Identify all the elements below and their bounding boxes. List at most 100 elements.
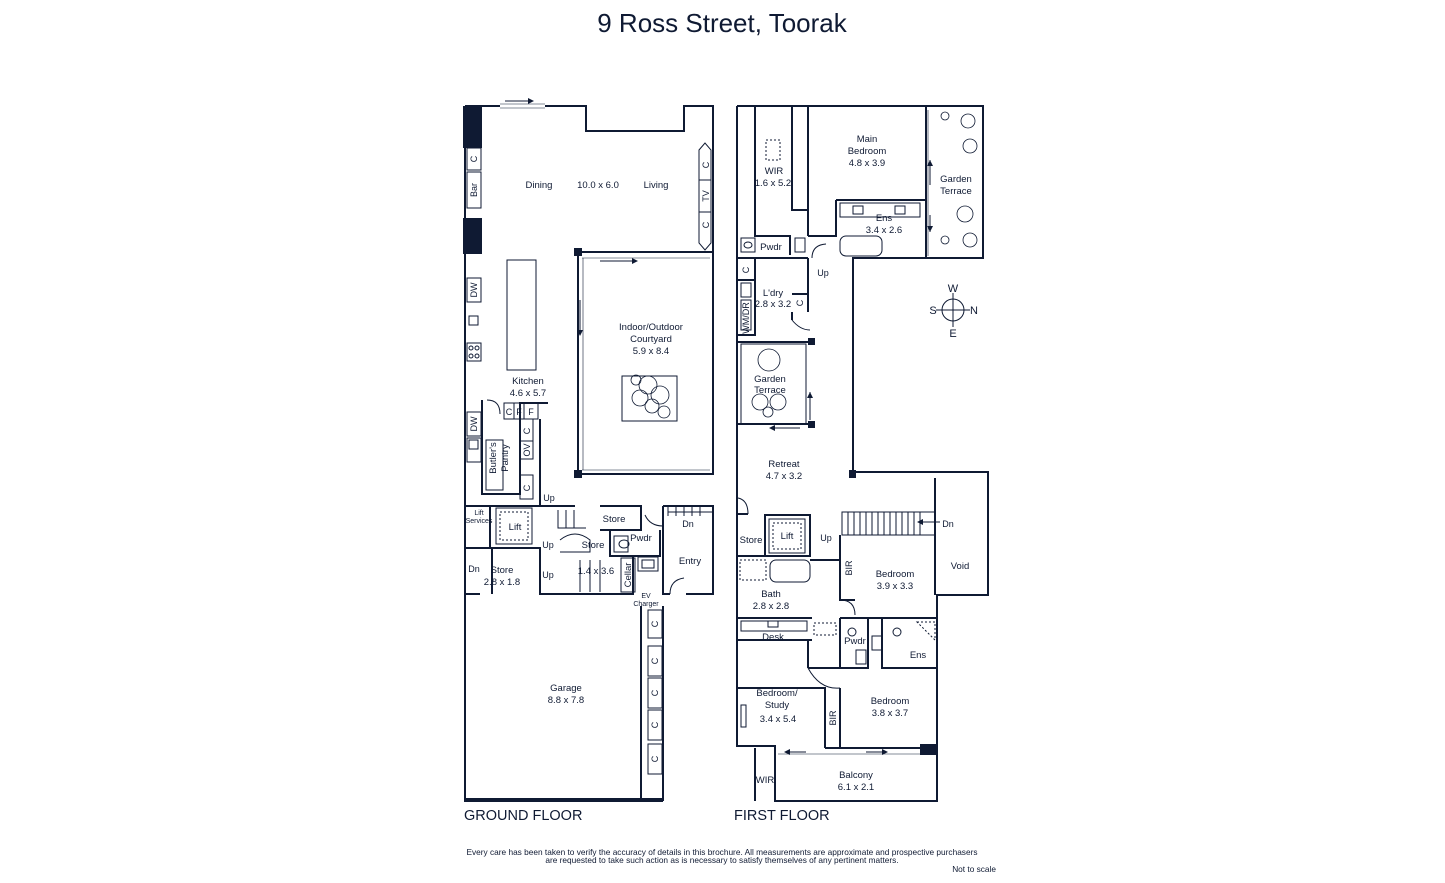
room-dims-ldry: 2.8 x 3.2: [755, 299, 791, 310]
room-label-ground-pwdr: Pwdr: [630, 533, 652, 544]
room-label-lift-services: Lift: [474, 510, 483, 517]
first-floor-label: FIRST FLOOR: [734, 808, 830, 824]
room-label-cellar: Cellar: [623, 563, 634, 588]
disclaimer-line-1: Every care has been taken to verify the …: [467, 847, 978, 857]
room-label-void: Void: [951, 561, 970, 572]
compass-n: N: [970, 305, 978, 317]
first-floor-plan: [736, 105, 989, 802]
fixture-c-right-1: C: [701, 161, 711, 168]
fixture-f-2: F: [528, 407, 534, 417]
label-bir-1: BIR: [844, 560, 854, 576]
room-label-living: Living: [644, 180, 669, 191]
fixture-garage-c-4: C: [650, 721, 660, 728]
stair-dn-2: Dn: [682, 519, 694, 529]
room-label-first-pwdr: Pwdr: [844, 636, 866, 647]
room-label-wir: WIR: [765, 166, 784, 177]
room-label-entry: Entry: [679, 556, 701, 567]
ground-floor-labels: Dining 10.0 x 6.0 Living Indoor/Outdoor …: [464, 155, 711, 824]
room-label-bath: Bath: [761, 589, 781, 600]
room-dims-dining-living: 10.0 x 6.0: [577, 180, 619, 191]
room-label-courtyard-2: Courtyard: [630, 334, 672, 345]
label-wm-dr: WM/DR: [741, 302, 751, 334]
compass-s: S: [929, 305, 936, 317]
room-label-desk: Desk: [762, 632, 784, 643]
stair-up-2: Up: [542, 540, 554, 550]
room-dims-bedroom-2: 3.8 x 3.7: [872, 708, 908, 719]
room-label-ldry: L'dry: [763, 288, 784, 299]
room-label-store-a: Store: [603, 514, 626, 525]
fixture-garage-c-3: C: [650, 689, 660, 696]
fixture-c-pantry-2: C: [522, 427, 532, 434]
fixture-f-1: F: [516, 407, 522, 417]
fixture-dw-1: DW: [469, 282, 479, 297]
compass-w: W: [948, 283, 959, 295]
room-label-ens-main: Ens: [876, 213, 893, 224]
stair-up-1: Up: [543, 493, 555, 503]
room-label-garage: Garage: [550, 683, 582, 694]
fixture-c-ldry-1: C: [741, 266, 751, 273]
room-label-store-c: Store: [491, 565, 514, 576]
room-dims-courtyard: 5.9 x 8.4: [633, 346, 669, 357]
room-label-butlers-pantry-2: Pantry: [500, 444, 511, 472]
room-dims-ens-main: 3.4 x 2.6: [866, 225, 902, 236]
room-label-pwdr-top: Pwdr: [760, 242, 782, 253]
compass-icon: W S N E: [929, 283, 978, 340]
room-label-ens: Ens: [910, 650, 927, 661]
room-dims-store-c: 2.8 x 1.8: [484, 577, 520, 588]
room-dims-bedroom-1: 3.9 x 3.3: [877, 581, 913, 592]
page-title: 9 Ross Street, Toorak: [597, 8, 848, 38]
compass-e: E: [949, 328, 956, 340]
room-label-butlers-pantry: Butler's: [488, 442, 499, 474]
stair-up-first-1: Up: [817, 268, 829, 278]
room-label-store-b: Store: [582, 540, 605, 551]
fixture-garage-c-1: C: [650, 620, 660, 627]
room-label-first-lift: Lift: [781, 531, 794, 542]
fixture-dw-2: DW: [469, 416, 479, 431]
room-label-wir-small: WIR: [756, 775, 775, 786]
stair-dn-1: Dn: [468, 564, 480, 574]
disclaimer-line-2: are requested to take such action as is …: [545, 855, 898, 865]
fixture-garage-c-5: C: [650, 755, 660, 762]
courtyard-tree-icon: [630, 374, 671, 419]
fixture-c-right-2: C: [701, 221, 711, 228]
room-label-main-bedroom-2: Bedroom: [848, 146, 887, 157]
fixture-c-pantry-1: C: [506, 407, 513, 417]
room-label-garden-terrace-1: Garden: [940, 174, 972, 185]
label-ev-charger-2: Charger: [633, 601, 659, 608]
room-dims-bedroom-study: 3.4 x 5.4: [760, 714, 796, 725]
room-dims-main-bedroom: 4.8 x 3.9: [849, 158, 885, 169]
fixture-c-ldry-2: C: [795, 299, 805, 306]
garden-terrace-top-outline: [925, 105, 984, 259]
room-label-dining: Dining: [526, 180, 553, 191]
room-label-bedroom-study: Bedroom/: [756, 688, 798, 699]
room-label-bedroom-2: Bedroom: [871, 696, 910, 707]
fixture-bar: Bar: [469, 183, 479, 197]
room-dims-retreat: 4.7 x 3.2: [766, 471, 802, 482]
room-label-retreat: Retreat: [768, 459, 800, 470]
garden-plants-icon: [940, 111, 978, 248]
room-dims-kitchen: 4.6 x 5.7: [510, 388, 546, 399]
first-floor-labels: WIR 1.6 x 5.2 Main Bedroom 4.8 x 3.9 Gar…: [734, 134, 972, 824]
room-dims-bath: 2.8 x 2.8: [753, 601, 789, 612]
garden-terrace-mid-plants-icon: [751, 348, 787, 418]
room-label-garden-terrace-2: Garden: [754, 374, 786, 385]
label-ev-charger: EV: [641, 593, 651, 600]
fixture-tv: TV: [701, 190, 711, 202]
room-label-main-bedroom: Main: [857, 134, 878, 145]
kitchen-island: [506, 259, 537, 371]
room-label-bedroom-1: Bedroom: [876, 569, 915, 580]
room-label-ground-lift: Lift: [509, 522, 522, 533]
ground-floor-label: GROUND FLOOR: [464, 808, 582, 824]
stair-up-first-2: Up: [820, 533, 832, 543]
room-dims-balcony: 6.1 x 2.1: [838, 782, 874, 793]
fixture-c-left: C: [469, 155, 479, 162]
label-bir-2: BIR: [828, 710, 838, 726]
room-label-lift-services-2: Services: [466, 518, 493, 525]
fixture-ov: OV: [522, 443, 532, 456]
fixture-c-pantry-3: C: [522, 484, 532, 491]
room-label-bedroom-study-2: Study: [765, 700, 790, 711]
scale-note: Not to scale: [952, 864, 996, 874]
room-label-garden-terrace-2b: Terrace: [754, 385, 786, 396]
room-label-courtyard: Indoor/Outdoor: [619, 322, 683, 333]
